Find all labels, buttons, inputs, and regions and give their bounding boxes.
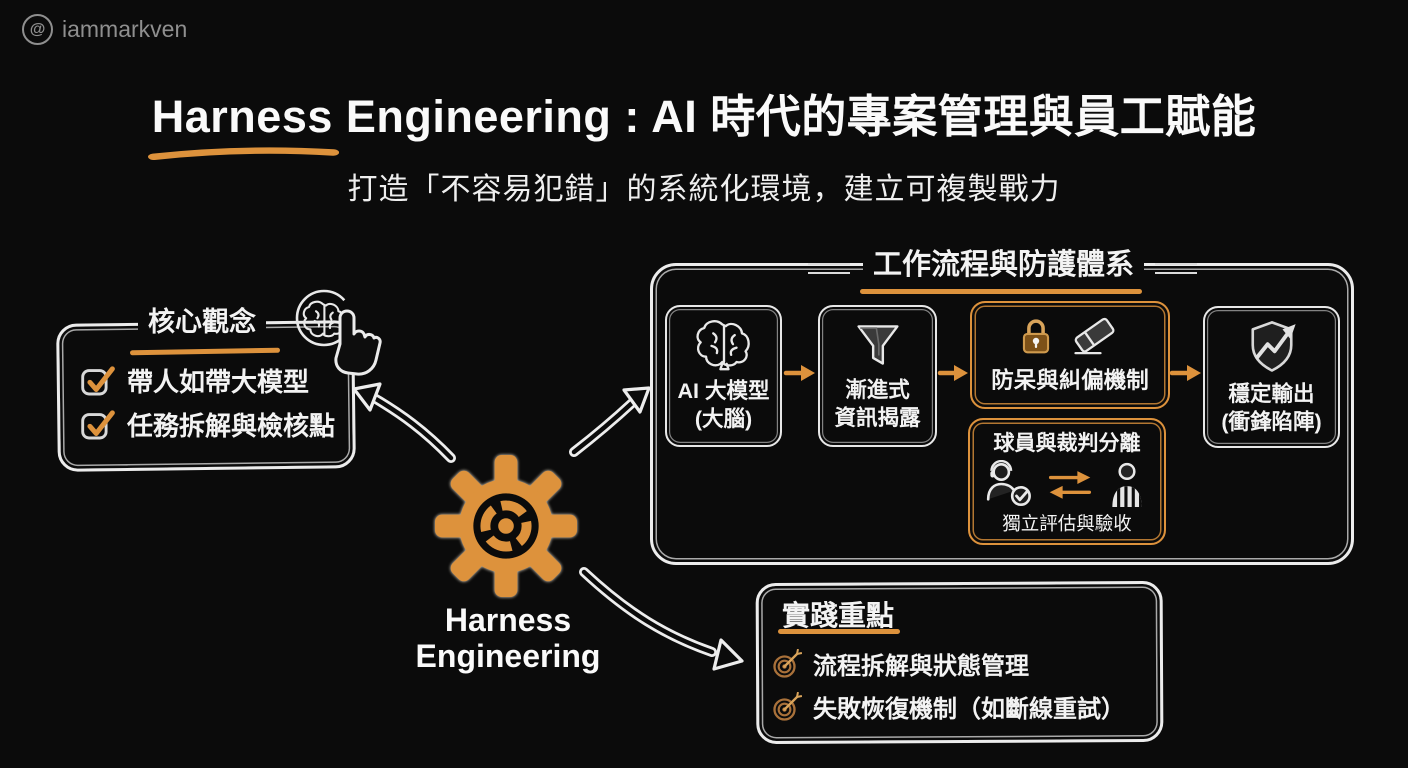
shield-growth-icon bbox=[1250, 320, 1296, 372]
title-highlight: Harness bbox=[147, 91, 339, 160]
player-icon bbox=[986, 459, 1031, 506]
practice-title: 實踐重點 bbox=[778, 594, 899, 634]
author-handle: iammarkven bbox=[62, 16, 188, 42]
arrow-gear-to-workflow bbox=[569, 386, 651, 457]
title-flourish-right bbox=[1155, 263, 1197, 274]
lock-icon bbox=[1022, 319, 1050, 354]
core-item-1-label: 帶人如帶大模型 bbox=[127, 367, 310, 397]
title-flourish-left bbox=[808, 263, 850, 274]
watermark: @ iammarkven bbox=[22, 14, 187, 45]
referee-icon bbox=[1112, 462, 1142, 507]
swap-arrows-icon bbox=[1048, 470, 1092, 499]
checkbox-check-icon bbox=[81, 366, 115, 396]
hub-label-line2: Engineering bbox=[415, 638, 601, 675]
practice-title-underline bbox=[778, 629, 900, 634]
page-subtitle: 打造「不容易犯錯」的系統化環境，建立可複製戰力 bbox=[347, 173, 1061, 206]
workflow-step-guardrails: 防呆與糾偏機制 bbox=[970, 301, 1170, 409]
step1-line2: (大腦) bbox=[694, 406, 753, 431]
funnel-icon bbox=[856, 324, 899, 365]
eraser-icon bbox=[1074, 317, 1115, 355]
step3-label: 防呆與糾偏機制 bbox=[991, 368, 1149, 393]
workflow-title-underline bbox=[860, 289, 1142, 294]
workflow-step-stable-output: 穩定輸出 (衝鋒陷陣) bbox=[1203, 306, 1340, 448]
title-underline-stroke bbox=[147, 147, 339, 160]
dart-target-icon bbox=[773, 648, 802, 678]
checkbox-check-icon bbox=[81, 410, 115, 440]
practice-item-2: 失敗恢復機制（如斷線重試） bbox=[772, 689, 1125, 724]
hub-label: Harness Engineering bbox=[388, 602, 628, 674]
dart-target-icon bbox=[773, 691, 802, 721]
step4-line2: (衝鋒陷陣) bbox=[1221, 409, 1322, 434]
arrow-gear-to-practice bbox=[579, 567, 744, 671]
step2-line2: 資訊揭露 bbox=[834, 405, 921, 430]
workflow-step-progressive-disclosure: 漸進式 資訊揭露 bbox=[818, 305, 937, 447]
practice-item-1: 流程拆解與狀態管理 bbox=[772, 646, 1029, 681]
subbox-caption: 獨立評估與驗收 bbox=[1002, 513, 1132, 535]
workflow-subbox-separation: 球員與裁判分離 bbox=[968, 418, 1166, 545]
subbox-title: 球員與裁判分離 bbox=[993, 431, 1141, 455]
core-item-2-label: 任務拆解與檢核點 bbox=[127, 411, 336, 441]
brain-icon bbox=[695, 319, 750, 370]
pointer-hand-icon bbox=[334, 309, 382, 376]
title-rest-text: Engineering : AI 時代的專案管理與員工賦能 bbox=[345, 91, 1257, 142]
core-item-1: 帶人如帶大模型 bbox=[80, 362, 309, 399]
arrow-gear-to-core bbox=[352, 382, 456, 463]
practice-item-2-label: 失敗恢復機制（如斷線重試） bbox=[813, 696, 1125, 723]
page-title: Harness Engineering : AI 時代的專案管理與員工賦能 bbox=[0, 80, 1408, 160]
practice-item-1-label: 流程拆解與狀態管理 bbox=[813, 653, 1029, 680]
workflow-title: 工作流程與防護體系 bbox=[863, 249, 1145, 282]
core-concepts-title: 核心觀念 bbox=[138, 307, 266, 338]
hub-label-line1: Harness bbox=[444, 602, 572, 638]
step4-line1: 穩定輸出 bbox=[1228, 381, 1315, 406]
gear-icon bbox=[435, 455, 577, 597]
step1-line1: AI 大模型 bbox=[677, 378, 770, 403]
core-item-2: 任務拆解與檢核點 bbox=[80, 406, 335, 443]
author-logo-icon: @ bbox=[22, 14, 53, 45]
workflow-step-ai-model: AI 大模型 (大腦) bbox=[665, 305, 782, 447]
brain-tap-icon bbox=[295, 289, 382, 376]
step2-line1: 漸進式 bbox=[845, 377, 910, 402]
title-highlight-text: Harness bbox=[151, 91, 333, 142]
flow-arrows bbox=[783, 365, 1201, 381]
